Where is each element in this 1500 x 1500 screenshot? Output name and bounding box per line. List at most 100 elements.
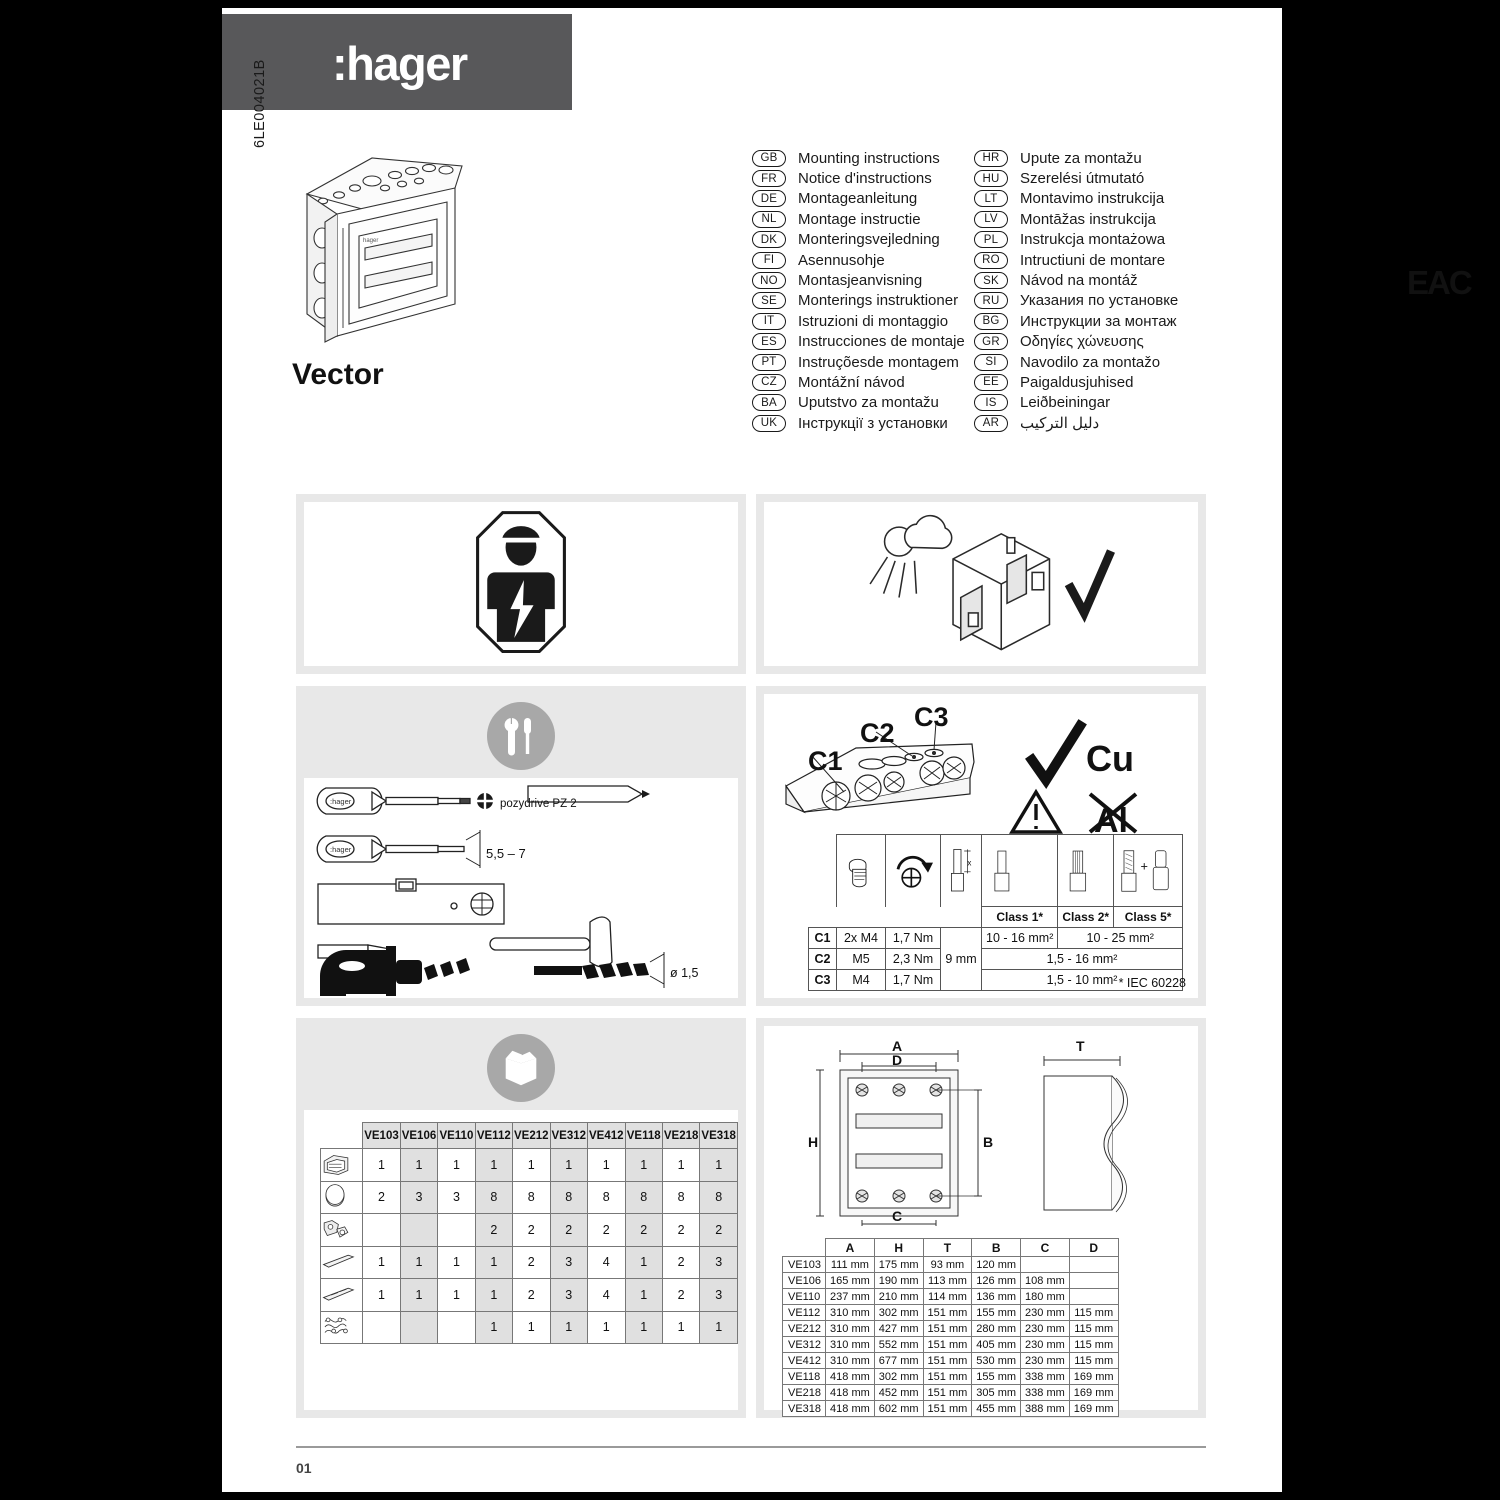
dim-cell-h: 190 mm xyxy=(873,1272,924,1289)
language-label: Montavimo instrukcija xyxy=(1020,190,1165,208)
dim-cell-d: 115 mm xyxy=(1068,1336,1119,1353)
dim-cell-c: 338 mm xyxy=(1020,1384,1070,1401)
panel-required-tools: :hager :hager xyxy=(296,686,746,1006)
iec-standard-note: * IEC 60228 xyxy=(1118,976,1186,990)
dim-cell-a: 310 mm xyxy=(825,1304,875,1321)
terminal-torque-table: x xyxy=(808,834,1184,991)
dim-cell-a: 310 mm xyxy=(825,1352,875,1369)
dim-cell-d: 169 mm xyxy=(1068,1368,1119,1385)
pack-count-cell: 1 xyxy=(399,1245,439,1279)
language-code-badge: RU xyxy=(974,292,1008,310)
pack-count-cell: 2 xyxy=(661,1278,701,1312)
dim-cell-h: 302 mm xyxy=(873,1368,924,1385)
pack-count-cell: 1 xyxy=(624,1310,663,1344)
language-code-badge: UK xyxy=(752,414,786,432)
pozidriv-label: pozydrive PZ 2 xyxy=(500,798,577,810)
dim-cell-c: 108 mm xyxy=(1020,1272,1070,1289)
dim-label-c: C xyxy=(892,1208,903,1224)
row-label-c1: C1 xyxy=(808,927,837,949)
indoor-house-icon xyxy=(869,514,1115,651)
pack-col-header-ve412: VE412 xyxy=(587,1122,626,1149)
language-code-badge: LT xyxy=(974,190,1008,208)
row-label-c2: C2 xyxy=(808,948,837,970)
dim-cell-c: 388 mm xyxy=(1020,1400,1070,1417)
language-code-badge: GR xyxy=(974,333,1008,351)
class-5-header: Class 5* xyxy=(1113,906,1184,928)
language-code-badge: DK xyxy=(752,231,786,249)
pack-count-cell xyxy=(437,1310,476,1344)
pack-count-cell: 1 xyxy=(474,1310,514,1344)
dim-cell-t: 93 mm xyxy=(922,1256,973,1273)
dim-row-model: VE103 xyxy=(781,1256,827,1273)
pack-count-cell: 2 xyxy=(512,1213,551,1247)
dim-cell-d: 115 mm xyxy=(1068,1352,1119,1369)
language-label: Montážní návod xyxy=(798,373,905,391)
pack-count-cell: 3 xyxy=(399,1180,439,1214)
language-code-badge: IS xyxy=(974,394,1008,412)
language-code-badge: HR xyxy=(974,149,1008,167)
pack-count-cell: 3 xyxy=(549,1245,588,1279)
pack-count-cell: 1 xyxy=(699,1310,738,1344)
pack-col-header-ve106: VE106 xyxy=(399,1122,439,1149)
language-label: Instrukcja montażowa xyxy=(1020,231,1166,249)
dim-row-model: VE412 xyxy=(781,1352,827,1369)
language-label: Instrucciones de montaje xyxy=(798,333,965,351)
torque-arrow-icon xyxy=(896,855,933,888)
dim-cell-d xyxy=(1068,1288,1119,1305)
language-label: Montasjeanvisning xyxy=(798,272,923,290)
language-label: دليل التركيب xyxy=(1020,415,1100,433)
c1-class1-range: 10 - 16 mm² xyxy=(980,927,1059,949)
dim-col-header-h: H xyxy=(873,1238,924,1257)
dim-label-t: T xyxy=(1076,1038,1085,1054)
dim-row-model: VE110 xyxy=(781,1288,827,1305)
dim-cell-b: 405 mm xyxy=(971,1336,1022,1353)
dim-cell-b: 305 mm xyxy=(971,1384,1022,1401)
row-label-c3: C3 xyxy=(808,969,837,991)
pack-count-cell: 1 xyxy=(549,1148,588,1182)
c3-torque: 1,7 Nm xyxy=(885,969,941,991)
enclosure-icon xyxy=(319,1148,364,1182)
pack-count-cell: 1 xyxy=(474,1245,514,1279)
pack-count-cell xyxy=(362,1310,401,1344)
svg-text::hager: :hager xyxy=(330,797,352,806)
dim-col-header-b: B xyxy=(971,1238,1022,1257)
pack-count-cell: 2 xyxy=(474,1213,514,1247)
dim-cell-t: 151 mm xyxy=(922,1336,973,1353)
pack-count-cell: 8 xyxy=(587,1180,626,1214)
pack-count-cell: 1 xyxy=(474,1148,514,1182)
dim-cell-b: 455 mm xyxy=(971,1400,1022,1417)
dim-cell-t: 114 mm xyxy=(922,1288,973,1305)
dim-cell-h: 602 mm xyxy=(873,1400,924,1417)
dim-cell-a: 418 mm xyxy=(825,1400,875,1417)
pack-count-cell: 1 xyxy=(587,1148,626,1182)
svg-text:+: + xyxy=(1141,858,1148,873)
pack-col-header-ve118: VE118 xyxy=(624,1122,663,1149)
callout-c1: C1 xyxy=(808,746,843,776)
dim-cell-b: 120 mm xyxy=(971,1256,1022,1273)
pack-col-header-ve212: VE212 xyxy=(512,1122,551,1149)
dim-label-d: D xyxy=(892,1052,903,1068)
dim-row-model: VE212 xyxy=(781,1320,827,1337)
dim-cell-t: 151 mm xyxy=(922,1320,973,1337)
pack-count-cell: 2 xyxy=(512,1245,551,1279)
dim-row-model: VE312 xyxy=(781,1336,827,1353)
dim-cell-a: 165 mm xyxy=(825,1272,875,1289)
language-label: Montāžas instrukcija xyxy=(1020,210,1156,228)
